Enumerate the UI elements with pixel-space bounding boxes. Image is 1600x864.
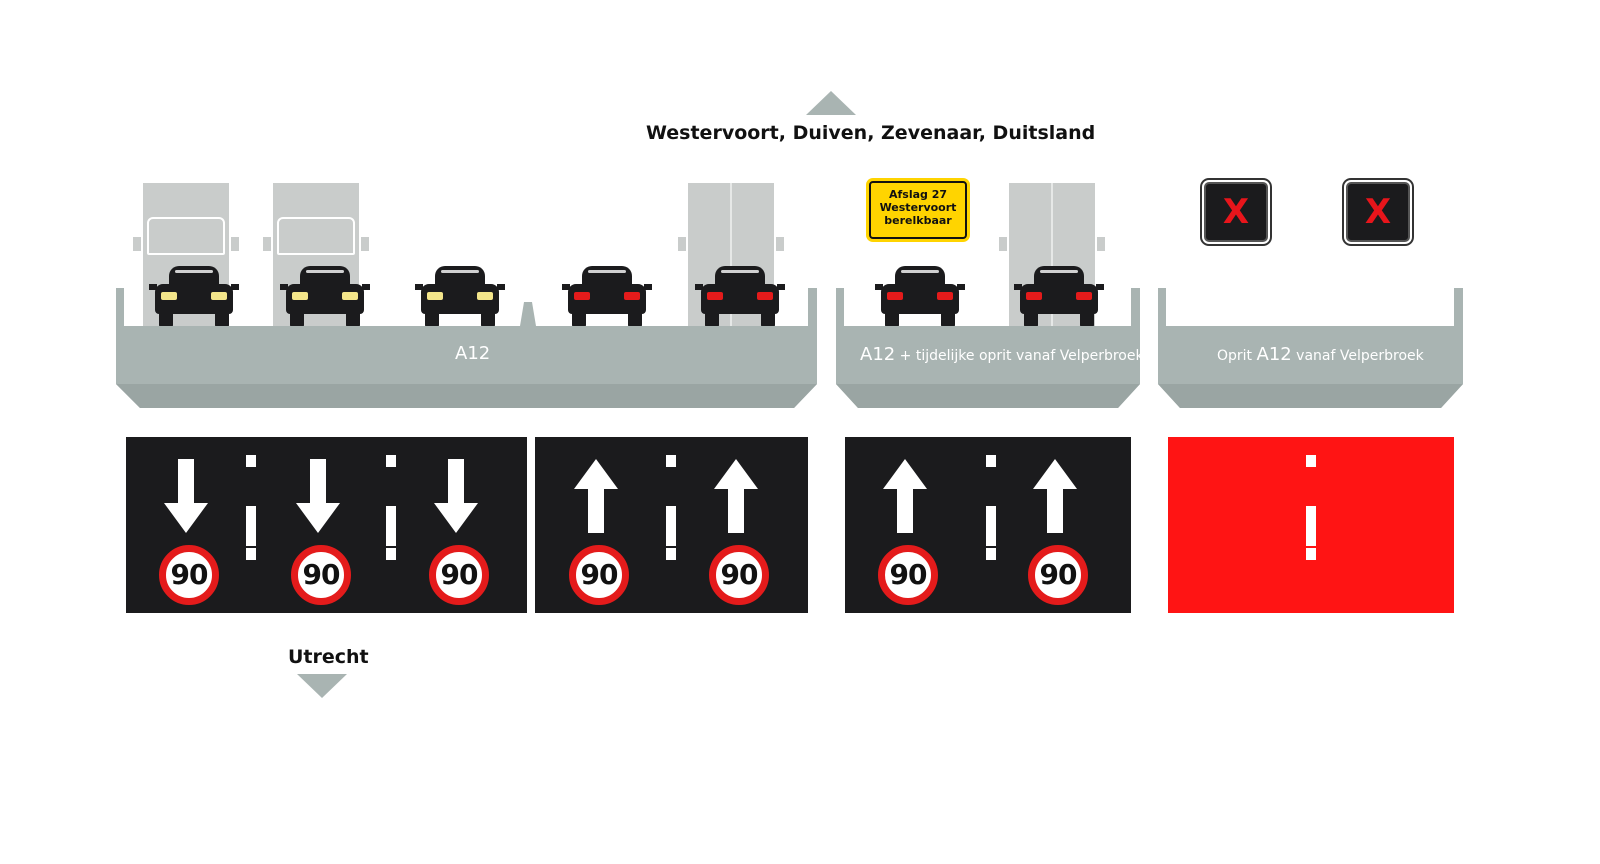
lane-3: 90 bbox=[396, 437, 526, 613]
deck-a12 bbox=[116, 288, 817, 408]
carriageway-label-1: A12 bbox=[455, 343, 491, 364]
arrow-down-icon bbox=[434, 459, 478, 533]
speed-limit-sign: 90 bbox=[291, 545, 351, 605]
lane-divider-dash bbox=[666, 548, 676, 560]
lane-divider-dash bbox=[386, 548, 396, 560]
speed-limit-sign: 90 bbox=[429, 545, 489, 605]
north-direction-arrow-icon bbox=[806, 91, 856, 115]
lane-divider-dash bbox=[986, 455, 996, 467]
exit-sign-line3: berelkbaar bbox=[884, 214, 952, 227]
lane-divider-dash bbox=[386, 506, 396, 546]
lane-closed-signal-1: X bbox=[1204, 182, 1268, 242]
speed-limit-sign: 90 bbox=[569, 545, 629, 605]
south-direction-label: Utrecht bbox=[288, 646, 369, 668]
arrow-up-icon bbox=[1033, 459, 1077, 533]
deck-oprit bbox=[1158, 288, 1463, 408]
speed-limit-sign: 90 bbox=[159, 545, 219, 605]
car-rear-1 bbox=[562, 266, 652, 328]
lane-divider-dash bbox=[666, 506, 676, 546]
car-rear-3 bbox=[875, 266, 965, 328]
lane-divider-dash bbox=[1306, 548, 1316, 560]
lane-divider-dash bbox=[986, 506, 996, 546]
speed-limit-sign: 90 bbox=[878, 545, 938, 605]
lane-7: 90 bbox=[995, 437, 1125, 613]
car-rear-4 bbox=[1014, 266, 1104, 328]
exit-sign-line2: Westervoort bbox=[879, 201, 957, 214]
car-rear-2 bbox=[695, 266, 785, 328]
median-gap bbox=[527, 437, 535, 613]
exit-sign: Afslag 27 Westervoort berelkbaar bbox=[869, 181, 967, 239]
red-cross-icon: X bbox=[1364, 192, 1392, 232]
arrow-up-icon bbox=[883, 459, 927, 533]
lane-4: 90 bbox=[536, 437, 666, 613]
arrow-down-icon bbox=[164, 459, 208, 533]
lane-5: 90 bbox=[676, 437, 806, 613]
carriageway-label-2: A12 + tijdelijke oprit vanaf Velperbroek bbox=[860, 344, 1144, 365]
arrow-down-icon bbox=[296, 459, 340, 533]
lane-divider-dash bbox=[246, 548, 256, 560]
deck-a12-temp bbox=[836, 288, 1140, 408]
lane-2: 90 bbox=[258, 437, 388, 613]
lane-1: 90 bbox=[126, 437, 256, 613]
lane-divider-dash bbox=[246, 455, 256, 467]
lane-divider-dash bbox=[1306, 506, 1316, 546]
lane-6: 90 bbox=[845, 437, 975, 613]
lane-divider-dash bbox=[666, 455, 676, 467]
north-direction-label: Westervoort, Duiven, Zevenaar, Duitsland bbox=[646, 122, 1096, 144]
lane-divider-dash bbox=[1306, 455, 1316, 467]
car-front-2 bbox=[280, 266, 370, 328]
lane-divider-dash bbox=[986, 548, 996, 560]
car-front-1 bbox=[149, 266, 239, 328]
carriageway-label-3: Oprit A12 vanaf Velperbroek bbox=[1217, 344, 1424, 365]
car-front-3 bbox=[415, 266, 505, 328]
south-direction-arrow-icon bbox=[297, 674, 347, 698]
lane-divider-dash bbox=[246, 506, 256, 546]
speed-limit-sign: 90 bbox=[709, 545, 769, 605]
red-cross-icon: X bbox=[1222, 192, 1250, 232]
speed-limit-sign: 90 bbox=[1028, 545, 1088, 605]
arrow-up-icon bbox=[714, 459, 758, 533]
exit-sign-line1: Afslag 27 bbox=[888, 188, 948, 201]
arrow-up-icon bbox=[574, 459, 618, 533]
lane-closed-signal-2: X bbox=[1346, 182, 1410, 242]
lane-divider-dash bbox=[386, 455, 396, 467]
